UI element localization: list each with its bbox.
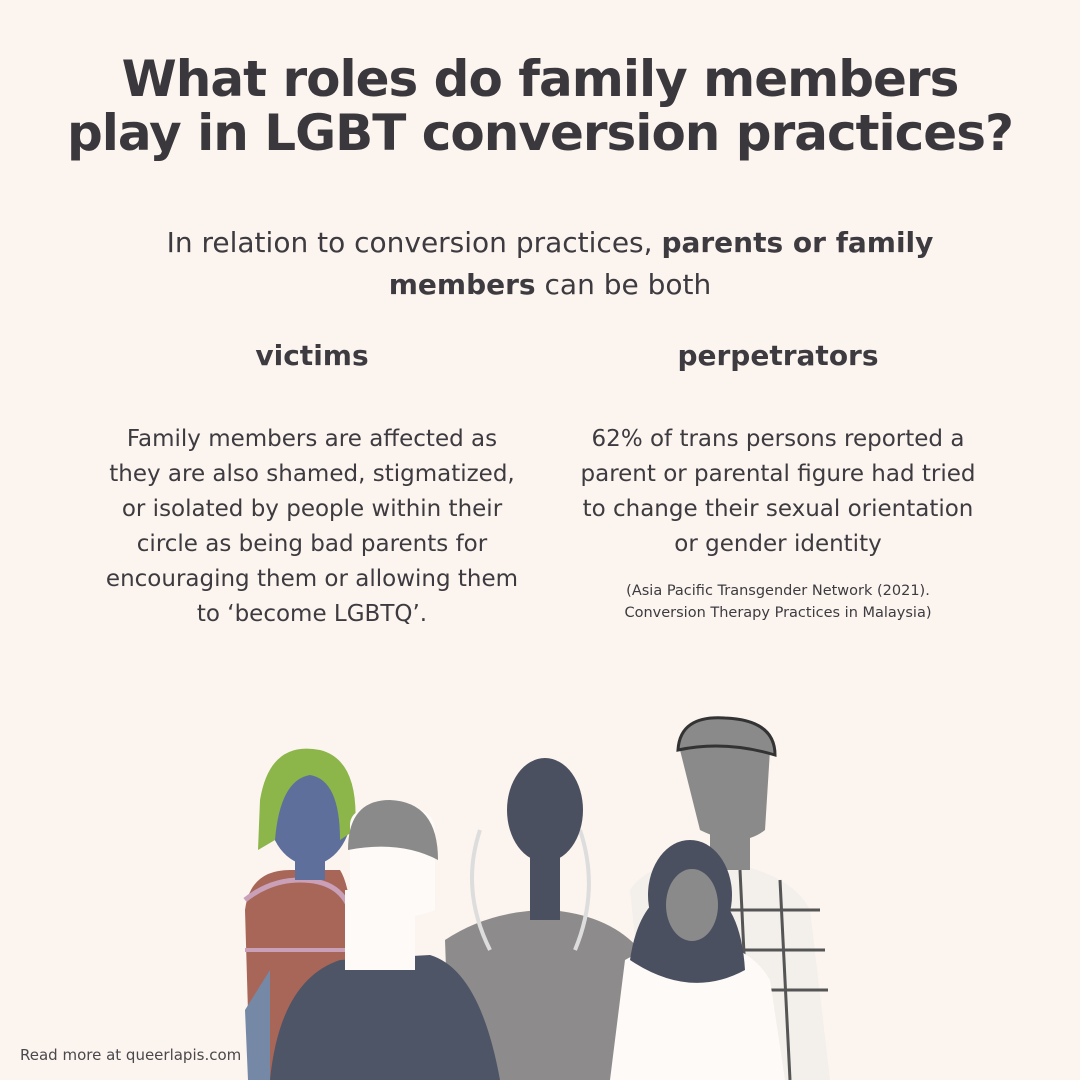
victims-heading: victims xyxy=(255,339,369,372)
figure-short-hair xyxy=(270,800,500,1080)
title-line-2: play in LGBT conversion practices? xyxy=(67,104,1014,162)
figure-long-hair xyxy=(445,758,650,1080)
intro-part-1: In relation to conversion practices, xyxy=(166,226,662,259)
figure-hijab xyxy=(610,840,785,1080)
citation-line-1: (Asia Pacific Transgender Network (2021)… xyxy=(626,583,930,599)
intro-part-2: can be both xyxy=(535,268,712,301)
title-line-1: What roles do family members xyxy=(121,50,960,108)
victims-column: victims Family members are affected as t… xyxy=(102,336,522,632)
victims-body: Family members are affected as they are … xyxy=(105,426,519,627)
intro-text: In relation to conversion practices, par… xyxy=(100,222,1000,306)
perpetrators-heading: perpetrators xyxy=(677,339,879,372)
figure-green-hair xyxy=(243,748,356,1080)
citation-line-2: Conversion Therapy Practices in Malaysia… xyxy=(624,605,932,621)
footer-link[interactable]: Read more at queerlapis.com xyxy=(20,1046,242,1064)
perpetrators-body: 62% of trans persons reported a parent o… xyxy=(580,426,976,557)
family-illustration xyxy=(243,716,830,1080)
citation: (Asia Pacific Transgender Network (2021)… xyxy=(568,580,988,624)
perpetrators-column: perpetrators 62% of trans persons report… xyxy=(568,336,988,624)
intro-bold: parents or family members xyxy=(388,226,934,301)
page-title: What roles do family members play in LGB… xyxy=(0,52,1080,160)
